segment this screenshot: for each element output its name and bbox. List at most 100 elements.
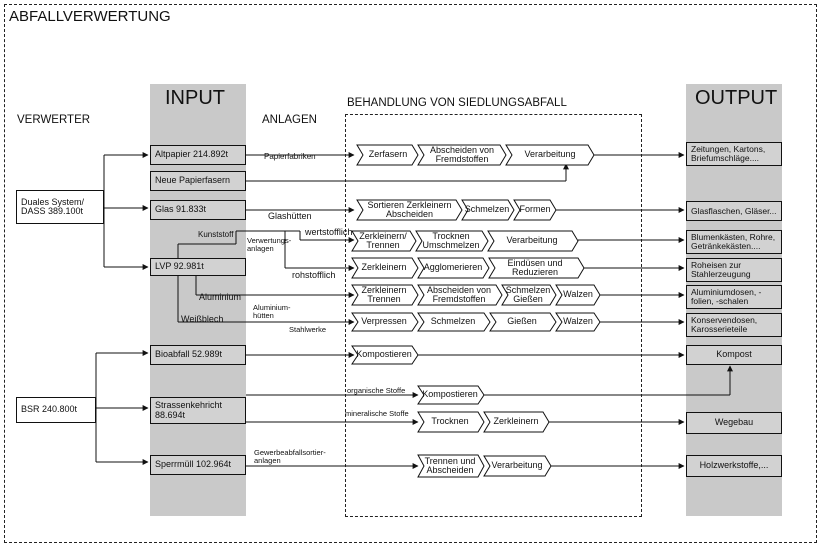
step-schmelzen-giessen-shape (501, 284, 557, 306)
output-zeitungen-label: Zeitungen, Kartons, Briefumschläge.... (691, 144, 766, 163)
input-glas-label: Glas 91.833t (155, 204, 207, 215)
step-zerkleinern2-shape (483, 411, 550, 433)
step-schmelzen2-shape (417, 312, 491, 332)
step-kompostieren-bio: Kompostieren (356, 349, 412, 360)
input-sperrmuell-label: Sperrmüll 102.964t (155, 459, 232, 470)
step-trennen-und-abscheiden: Trennen und Abscheiden (424, 455, 476, 475)
input-altpapier: Altpapier 214.892t (150, 145, 246, 165)
label-papierfabriken: Papierfabriken (264, 152, 316, 161)
step-zerkleinern: Zerkleinern (361, 262, 407, 273)
step-schmelzen-giessen: Schmelzen Gießen (505, 284, 551, 304)
step-verarbeitung3-shape (483, 455, 552, 477)
step-agglomerieren: Agglomerieren (423, 262, 483, 273)
label-glashuetten: Glashütten (268, 211, 312, 221)
step-sortieren-shape (356, 199, 463, 221)
input-heading: INPUT (165, 87, 225, 109)
label-verwertungsanlagen: Verwertungs- anlagen (247, 236, 292, 253)
input-strassenkehricht-label: Strassenkehricht 88.694t (155, 400, 223, 420)
step-trennen-shape (417, 454, 485, 478)
step-verarbeitung-shape (505, 144, 595, 166)
outer-frame (4, 4, 817, 543)
input-glas: Glas 91.833t (150, 200, 246, 220)
step-zerkleinern-shape (351, 257, 419, 279)
step-zerkleinern-trennen: Zerkleinern/ Trennen (359, 230, 407, 250)
step-walzen: Walzen (563, 289, 593, 300)
step-formen: Formen (519, 204, 551, 215)
output-konservendosen: Konservendosen, Karosserieteile (686, 313, 782, 337)
anlagen-heading: ANLAGEN (262, 114, 317, 126)
step-giessen: Gießen (507, 316, 537, 327)
input-lvp-label: LVP 92.981t (155, 261, 204, 272)
label-gewerbeabfallsortieranlagen: Gewerbeabfallsortier- anlagen (254, 448, 326, 465)
output-wegebau: Wegebau (686, 412, 782, 434)
step-schmelzen-weissblech: Schmelzen (430, 316, 476, 327)
treatment-frame (345, 114, 642, 517)
output-blumenkaesten: Blumenkästen, Rohre, Getränkekästen.... (686, 230, 782, 254)
step-sortieren-zerkleinern-abscheiden: Sortieren Zerkleinern Abscheiden (367, 199, 452, 219)
label-weissblech: Weißblech (181, 314, 224, 324)
output-kompost-label: Kompost (716, 349, 752, 360)
output-blumenkaesten-label: Blumenkästen, Rohre, Getränkekästen.... (691, 232, 776, 251)
step-verarbeitung: Verarbeitung (524, 149, 576, 160)
output-kompost: Kompost (686, 345, 782, 365)
step-zerkleinern-mineralisch: Zerkleinern (493, 416, 539, 427)
label-organische-stoffe: organische Stoffe (347, 386, 406, 395)
step-giessen-shape (489, 312, 557, 332)
step-trocknen-shape (415, 230, 489, 252)
step-walzen-shape (555, 284, 601, 306)
step-verpressen: Verpressen (361, 316, 407, 327)
input-bioabfall-label: Bioabfall 52.989t (155, 349, 223, 360)
label-mineralische-stoffe: mineralische Stoffe (345, 409, 409, 418)
step-walzen2-shape (555, 312, 601, 332)
output-holzwerkstoffe: Holzwerkstoffe,... (686, 455, 782, 477)
step-kompostieren-shape (351, 345, 419, 365)
step-eindusen-shape (488, 257, 585, 279)
step-abscheiden-von-fremdstoffen: Abscheiden von Fremdstoffen (429, 144, 495, 164)
step-zerkleinern-trennen-shape (351, 230, 417, 252)
step-trocknen2-shape (417, 411, 485, 433)
step-verarbeitung-kunststoff: Verarbeitung (506, 235, 558, 246)
output-aluminiumdosen: Aluminiumdosen, -folien, -schalen (686, 285, 782, 309)
step-verarbeitung-sperrmuell: Verarbeitung (491, 460, 543, 471)
input-altpapier-label: Altpapier 214.892t (155, 149, 229, 160)
step-schmelzen-shape (461, 199, 515, 221)
step-abscheiden2-shape (417, 284, 503, 306)
output-glasflaschen-label: Glasflaschen, Gläser... (691, 205, 777, 216)
step-verpressen-shape (351, 312, 419, 332)
step-eindusen-und-reduzieren: Eindüsen und Reduzieren (507, 257, 563, 277)
behandlung-heading: BEHANDLUNG VON SIEDLUNGSABFALL (347, 97, 567, 109)
label-wertstofflich: wertstofflich (305, 227, 353, 237)
step-zerfasern: Zerfasern (368, 149, 408, 160)
output-zeitungen: Zeitungen, Kartons, Briefumschläge.... (686, 142, 782, 166)
source-bsr: BSR 240.800t (16, 397, 96, 423)
output-roheisen-label: Roheisen zur Stahlerzeugung (691, 260, 751, 279)
input-strassenkehricht: Strassenkehricht 88.694t (150, 397, 246, 424)
step-trocknen-umschmelzen: Trocknen Umschmelzen (422, 230, 480, 250)
label-aluminium: Aluminium (199, 292, 242, 302)
step-verarbeitung2-shape (487, 230, 579, 252)
output-konservendosen-label: Konservendosen, Karosserieteile (691, 315, 758, 334)
step-zerfasern-shape (356, 144, 419, 166)
label-aluminiumhuetten: Aluminium- hütten (253, 303, 291, 320)
step-abscheiden-von-fremdstoffen-alu: Abscheiden von Fremdstoffen (426, 284, 492, 304)
step-abscheiden-shape (417, 144, 507, 166)
output-glasflaschen: Glasflaschen, Gläser... (686, 201, 782, 221)
input-bioabfall: Bioabfall 52.989t (150, 345, 246, 365)
output-holzwerkstoffe-label: Holzwerkstoffe,... (699, 460, 769, 471)
input-neue-papierfasern: Neue Papierfasern (150, 171, 246, 191)
output-roheisen: Roheisen zur Stahlerzeugung (686, 258, 782, 282)
step-kompostieren-organisch: Kompostieren (422, 389, 478, 400)
input-neue-papierfasern-label: Neue Papierfasern (155, 175, 231, 186)
step-zerkleinern-trennen-alu: Zerkleinern Trennen (361, 284, 407, 304)
source-duales-system: Duales System/ DASS 389.100t (16, 190, 104, 224)
label-rohstofflich: rohstofflich (292, 270, 336, 280)
input-sperrmuell: Sperrmüll 102.964t (150, 455, 246, 475)
output-aluminiumdosen-label: Aluminiumdosen, -folien, -schalen (691, 287, 762, 306)
step-schmelzen: Schmelzen (464, 204, 510, 215)
source-bsr-label: BSR 240.800t (21, 404, 78, 415)
label-stahlwerke: Stahlwerke (289, 325, 327, 334)
input-lvp: LVP 92.981t (150, 258, 246, 276)
output-wegebau-label: Wegebau (714, 417, 754, 428)
